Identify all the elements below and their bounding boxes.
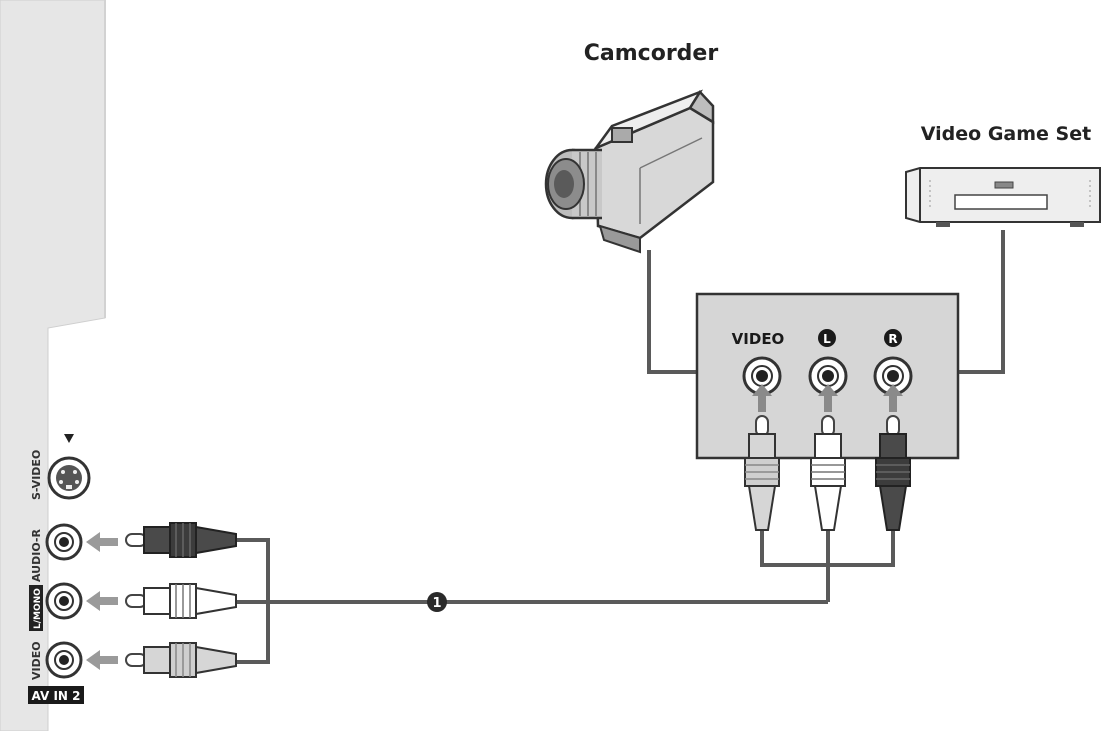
- tv-audio-l-jack: [45, 582, 83, 620]
- camcorder-illustration: [544, 89, 715, 254]
- tv-audio-r-label: AUDIO-R: [30, 529, 43, 582]
- av-in-2-badge: [28, 686, 84, 704]
- tv-video-label: VIDEO: [30, 641, 43, 680]
- panel-r-badge: R: [884, 329, 902, 347]
- svideo-jack: [47, 434, 91, 500]
- panel-plug-l: [810, 415, 846, 531]
- callout-1: 1: [427, 592, 447, 612]
- tv-plug-audio-l: [125, 583, 237, 619]
- tv-plug-audio-r: [125, 522, 237, 558]
- panel-r-label: R: [888, 332, 897, 346]
- panel-jack-arrows: [752, 384, 903, 412]
- panel-plug-r: [875, 415, 911, 531]
- svideo-label: S-VIDEO: [30, 450, 43, 500]
- tv-jack-arrows: [86, 532, 118, 670]
- tv-plug-video: [125, 642, 237, 678]
- tv-video-jack: [45, 641, 83, 679]
- av-in-2-label: AV IN 2: [32, 689, 81, 703]
- tv-audio-l-label-box: [29, 585, 43, 631]
- tv-audio-r-jack: [45, 523, 83, 561]
- panel-r-jack: [873, 356, 913, 396]
- camcorder-label: Camcorder: [584, 41, 719, 66]
- callout-number: 1: [432, 596, 441, 611]
- tv-audio-l-label: L/MONO: [33, 588, 43, 629]
- panel-l-label: L: [823, 332, 831, 346]
- tv-side-panel: [0, 0, 106, 731]
- panel-l-badge: L: [818, 329, 836, 347]
- panel-plug-video: [744, 415, 780, 531]
- panel-video-label: VIDEO: [732, 330, 785, 348]
- panel-l-jack: [808, 356, 848, 396]
- video-game-set-label: Video Game Set: [921, 123, 1091, 145]
- video-game-set-illustration: [905, 167, 1101, 227]
- cable-lines: [236, 230, 1005, 664]
